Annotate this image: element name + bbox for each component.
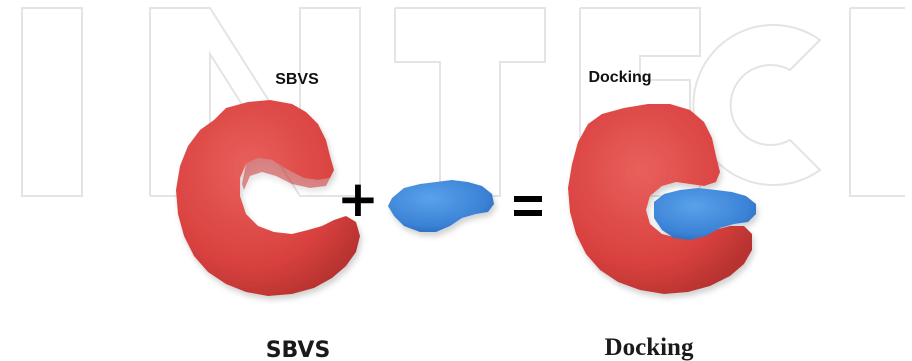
sbvs-top-label: SBVS <box>275 71 319 88</box>
sbvs-bottom-label: SBVS <box>266 338 331 361</box>
docked-complex-shape <box>568 104 756 294</box>
docking-bottom-label: Docking <box>605 334 694 361</box>
receptor-shape <box>176 100 360 296</box>
plus-sign: + <box>337 170 379 228</box>
ligand-shape <box>388 180 494 232</box>
docking-top-label: Docking <box>588 69 651 86</box>
equals-sign <box>514 196 542 216</box>
watermark-logo <box>21 7 905 197</box>
